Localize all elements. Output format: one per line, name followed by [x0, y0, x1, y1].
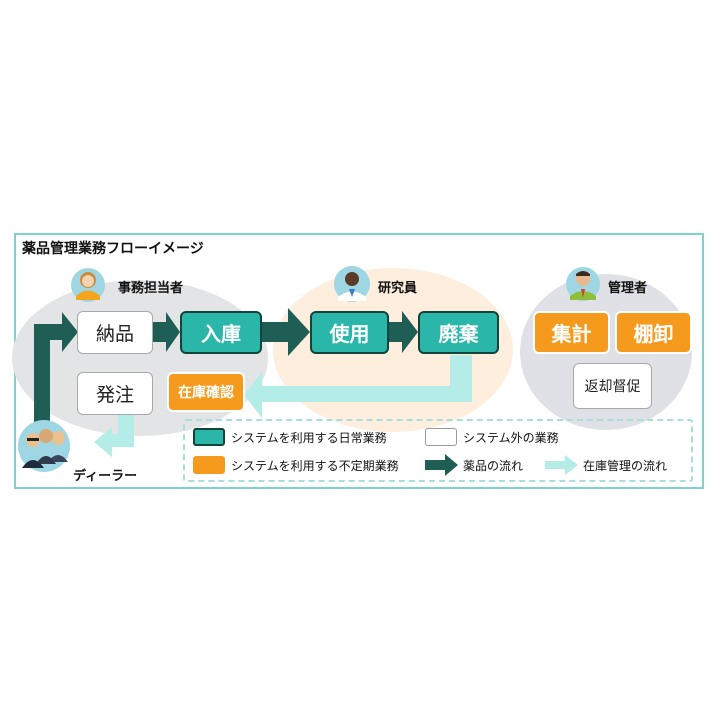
nouhin-box: 納品 — [77, 311, 153, 354]
legend-irregular-label: システムを利用する不定期業務 — [231, 459, 399, 473]
researcher-avatar-icon — [334, 266, 370, 302]
legend-drug-flow-arrow-icon — [425, 454, 458, 476]
manager-role-label: 管理者 — [608, 281, 648, 296]
legend-outside-label: システム外の業務 — [463, 431, 559, 445]
manager-avatar-icon — [566, 267, 600, 301]
hacchu-box: 発注 — [77, 372, 153, 415]
legend-daily-label: システムを利用する日常業務 — [231, 431, 387, 445]
nyuko-box: 入庫 — [180, 311, 262, 354]
shiyou-box: 使用 — [310, 311, 389, 354]
legend-daily-swatch — [193, 428, 225, 446]
drug-flow-arrow-3 — [389, 311, 418, 353]
henkyaku-box: 返却督促 — [573, 363, 652, 409]
legend-drug-flow-label: 薬品の流れ — [463, 459, 524, 473]
clerk-avatar-icon — [71, 268, 105, 302]
tanaoroshi-box: 棚卸 — [615, 311, 692, 354]
clerk-role-label: 事務担当者 — [118, 281, 184, 296]
inventory-flow-arrow-dealer — [94, 415, 134, 457]
haiki-box: 廃棄 — [418, 311, 499, 354]
legend-outside-swatch — [425, 428, 457, 446]
inventory-flow-arrow — [244, 355, 472, 418]
dealer-avatar-icon — [18, 420, 70, 472]
legend-inventory-flow-label: 在庫管理の流れ — [583, 459, 668, 473]
dealer-role-label: ディーラー — [73, 469, 138, 484]
zaiko-kakunin-box: 在庫確認 — [167, 372, 245, 412]
drug-flow-arrow-2 — [262, 308, 310, 356]
diagram-title: 薬品管理業務フローイメージ — [22, 241, 204, 257]
drug-flow-arrow-dealer — [34, 312, 78, 425]
legend-irregular-swatch — [193, 456, 225, 474]
legend: システムを利用する日常業務 システムを利用する不定期業務 システム外の業務 薬品… — [183, 419, 693, 482]
legend-inventory-flow-arrow-icon — [545, 455, 578, 475]
shukei-box: 集計 — [533, 311, 610, 354]
researcher-role-label: 研究員 — [378, 281, 418, 296]
drug-flow-arrow-1 — [153, 312, 180, 352]
